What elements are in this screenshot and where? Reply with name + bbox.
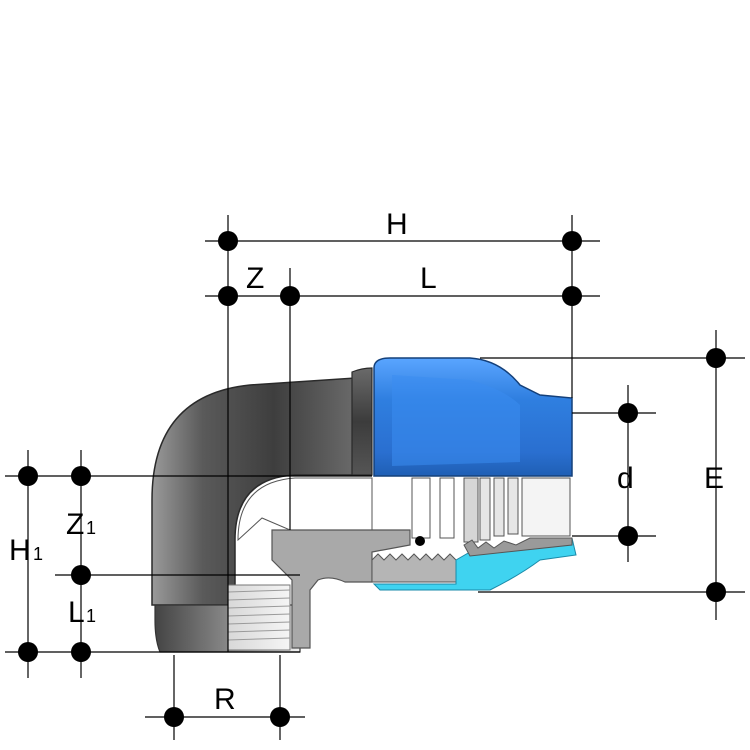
label-R: R [214,683,236,716]
dimension-dots [18,231,726,727]
elbow-body [151,367,457,653]
socket-collar [351,367,373,476]
label-Z1-sub: 1 [86,518,96,538]
label-H1: H [9,534,31,567]
label-L1: L [68,596,85,629]
female-thread-lines [227,589,291,641]
female-thread [227,584,291,651]
dimension-lines [5,215,745,740]
label-Z: Z [246,262,264,295]
o-ring [415,536,425,546]
label-Z1: Z [66,508,84,541]
male-thread [371,553,457,583]
label-H: H [386,208,408,241]
label-L1-sub: 1 [86,606,96,626]
nut-lower-section [372,537,577,591]
dimension-labels: H Z L d E H 1 Z 1 L 1 R [9,208,724,716]
elbow-outer-shell [151,377,356,606]
label-L: L [420,262,437,295]
compression-nut [372,357,577,591]
label-E: E [704,462,724,495]
nut-highlight [392,375,520,466]
label-H1-sub: 1 [33,544,43,564]
label-d: d [617,462,634,495]
grip-rings [411,477,573,557]
